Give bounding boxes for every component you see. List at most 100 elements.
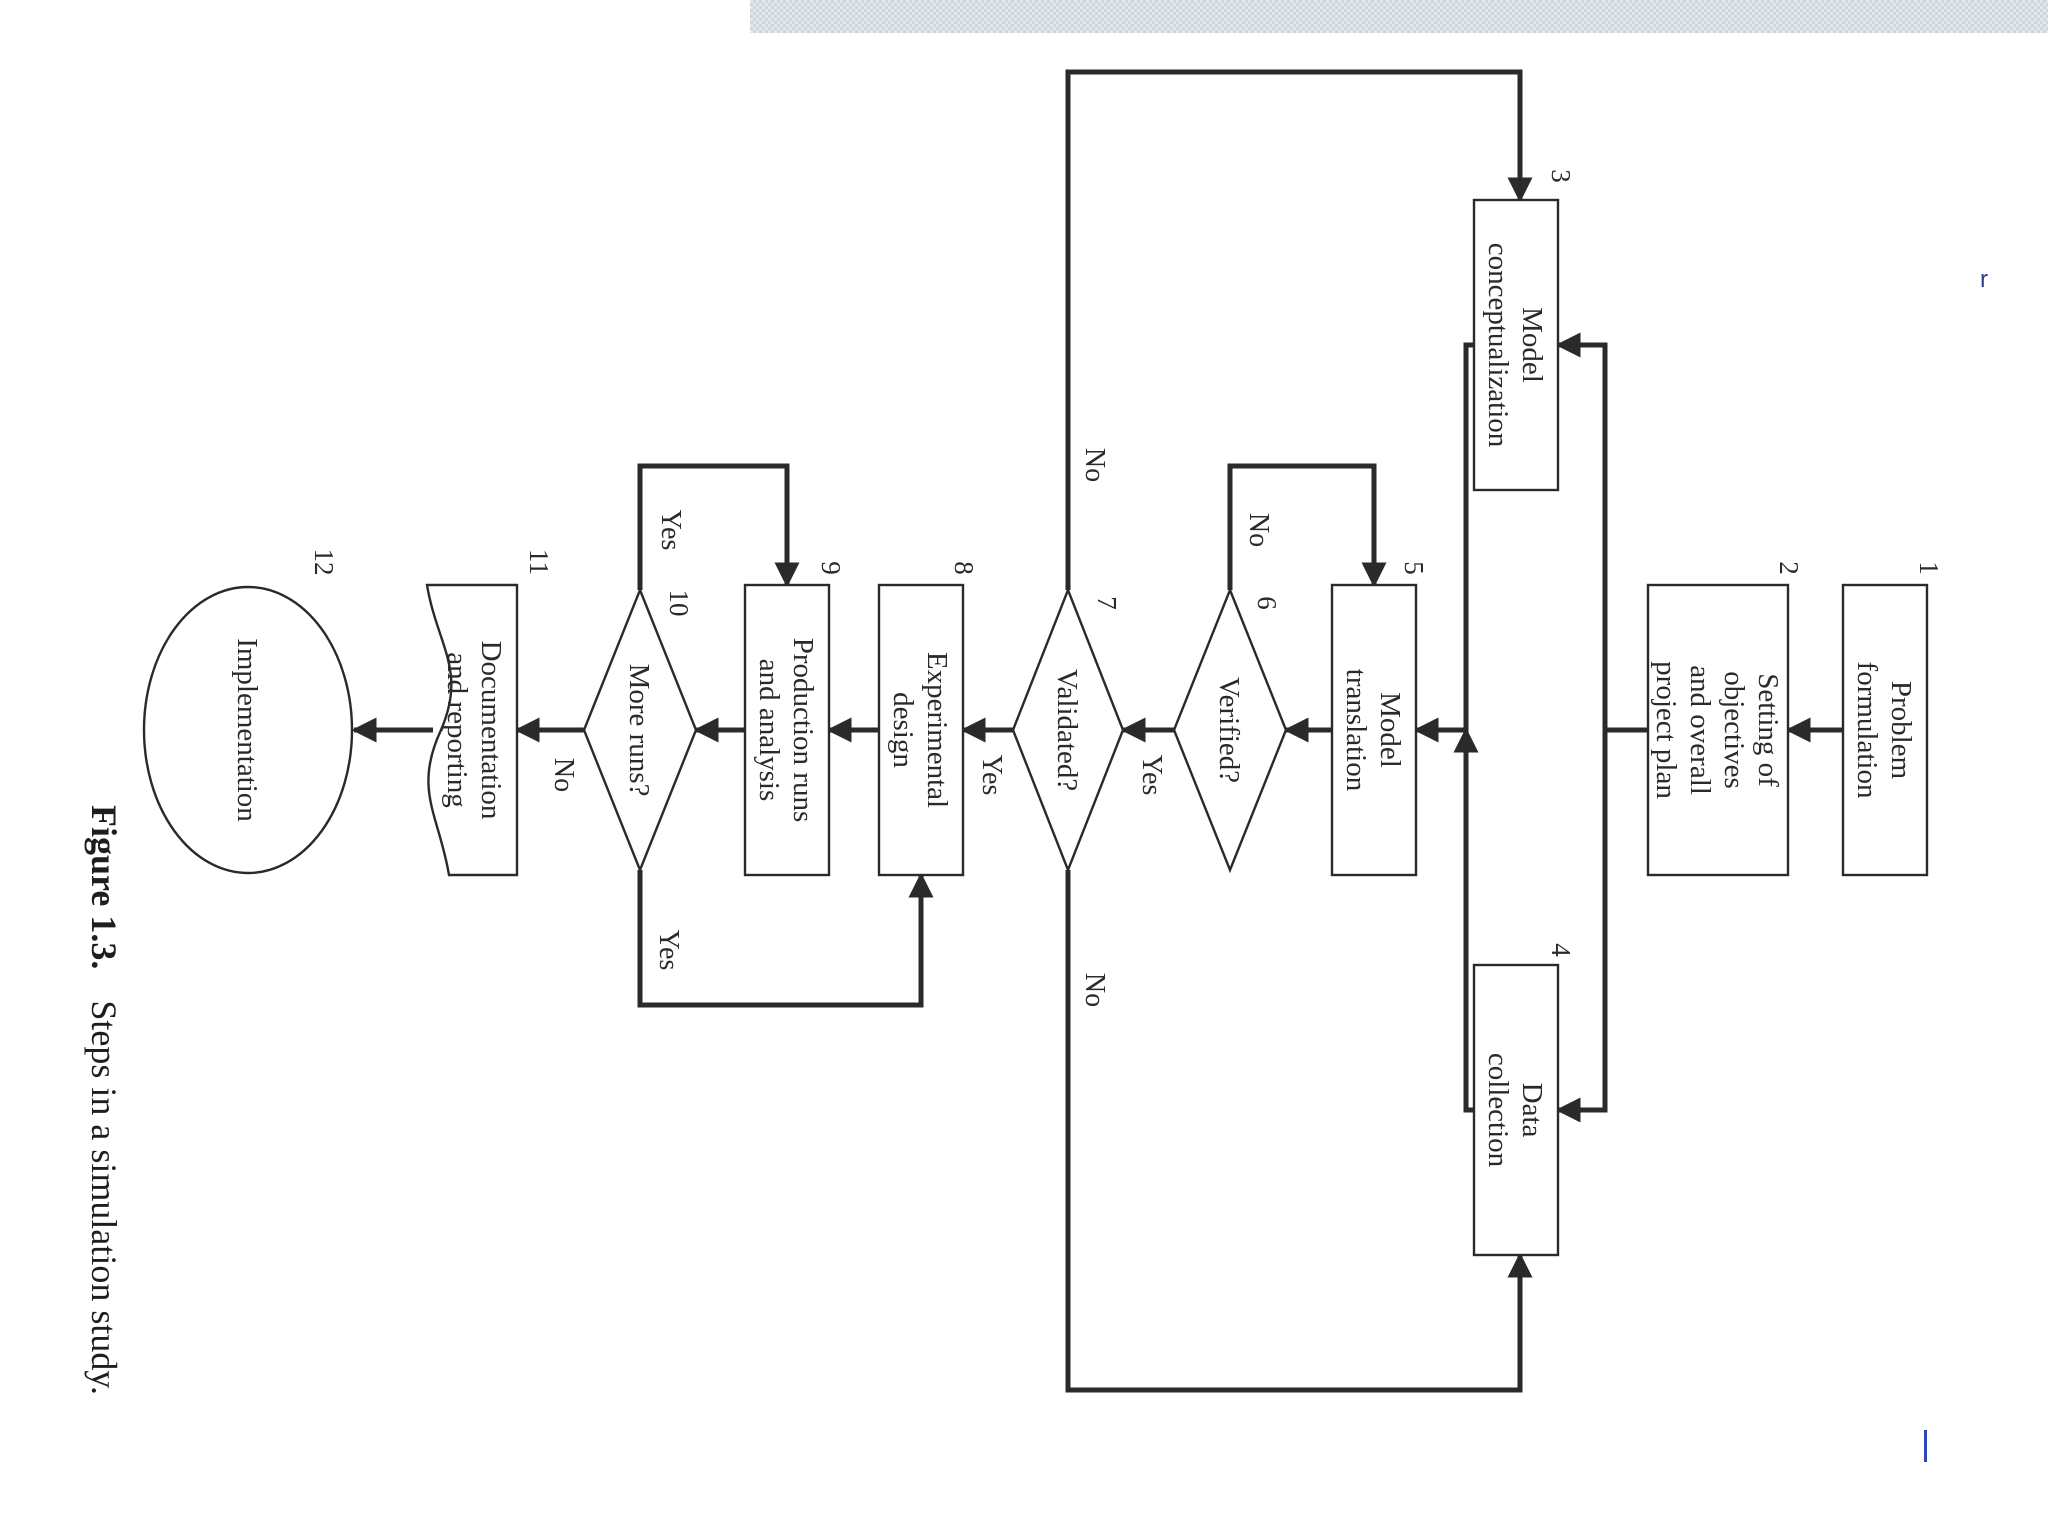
edge-2-to-4 [1555, 730, 1608, 1123]
step-label-line: More runs? [623, 664, 655, 797]
edge-label: Yes [653, 930, 684, 971]
caption-label: Figure 1.3. [84, 805, 124, 969]
edge-10-to-9 [637, 463, 800, 590]
svg-text:Figure 1.3. Steps in a: Figure 1.3. Steps in a simulation study. [84, 805, 124, 1395]
edge-label: Yes [655, 510, 686, 551]
process-box [1472, 198, 1560, 492]
step-number: 6 [1252, 596, 1282, 610]
edge-label-6-5: No [1243, 513, 1274, 547]
step-label-line: Documentation [475, 641, 507, 820]
edge-label-10-11: No [548, 758, 579, 792]
process-box [743, 583, 831, 877]
step-label-line: objectives [1718, 671, 1750, 789]
decision-diamond [582, 586, 698, 874]
step-number-text: 3 [1546, 169, 1576, 183]
edge-label: No [1079, 448, 1110, 482]
edge-label: No [548, 758, 579, 792]
step-label-line: project plan [1650, 661, 1682, 799]
step-number-text: 9 [816, 561, 846, 575]
step-number-text: 6 [1252, 596, 1282, 610]
step-label-line: Problem [1885, 681, 1917, 780]
edge-label: No [1243, 513, 1274, 547]
process-box [1646, 583, 1790, 877]
step-label-line: Model [1516, 307, 1548, 383]
caption-text: Steps in a simulation study. [84, 1000, 124, 1395]
step-number-text: 12 [309, 549, 339, 576]
step-label-line: and reporting [441, 652, 473, 807]
step-number-text: 7 [1092, 596, 1122, 610]
step-number: 8 [949, 561, 979, 575]
edge-label: Yes [1136, 755, 1167, 796]
step-label-line: and analysis [753, 659, 785, 802]
step-label-line: Setting of [1752, 673, 1784, 787]
step-number: 2 [1774, 561, 1804, 575]
step-label-line: Verified? [1213, 677, 1245, 783]
edge-4-to-5 [1453, 727, 1479, 1113]
step-10: More runs? 10 [582, 586, 698, 874]
step-label-line: Validated? [1051, 669, 1083, 791]
step-6: Verified? 6 [1172, 586, 1288, 874]
step-label-line: conceptualization [1482, 243, 1514, 448]
step-number: 5 [1399, 561, 1429, 575]
edge-7-to-3 [1065, 69, 1533, 590]
step-number-text: 10 [664, 590, 694, 617]
edge-6-to-5 [1227, 463, 1387, 590]
step-number: 7 [1092, 596, 1122, 610]
step-text: Implementation [231, 638, 263, 822]
step-label-line: Implementation [231, 638, 263, 822]
edge-label-7-4: No [1079, 973, 1110, 1007]
step-number-text: 2 [1774, 561, 1804, 575]
step-label-line: design [887, 692, 919, 768]
step-label-line: Model [1374, 692, 1406, 768]
step-number-text: 11 [524, 549, 554, 575]
step-number-text: 4 [1546, 943, 1576, 957]
decision-diamond [1011, 586, 1125, 874]
edge-label-10-9: Yes [655, 510, 686, 551]
edge-2-to-3 [1555, 332, 1648, 733]
process-box [1472, 963, 1560, 1257]
step-number: 11 [524, 549, 554, 575]
step-label-line: collection [1482, 1053, 1514, 1168]
step-number: 9 [816, 561, 846, 575]
step-text: Verified? [1213, 677, 1245, 783]
step-number: 3 [1546, 169, 1576, 183]
step-number-text: 8 [949, 561, 979, 575]
edge-label: Yes [976, 755, 1007, 796]
edge-7-to-4 [1065, 870, 1533, 1393]
step-label-line: translation [1340, 669, 1372, 792]
edge-3-to-5 [1413, 342, 1474, 743]
document-shape [425, 583, 519, 877]
edge-label: No [1079, 973, 1110, 1007]
figure-caption: Figure 1.3. Steps in a simulation study. [84, 805, 124, 1395]
edge-label-7-3: No [1079, 448, 1110, 482]
step-number: 12 [309, 549, 339, 576]
step-number-text: 5 [1399, 561, 1429, 575]
step-number: 1 [1914, 561, 1944, 575]
process-box [877, 583, 965, 877]
step-12: Implementation 12 [142, 549, 354, 875]
edge-bar [1924, 1430, 1927, 1462]
decision-diamond [1172, 586, 1288, 874]
step-label-line: Experimental [921, 652, 953, 808]
step-label-line: Production runs [787, 638, 819, 822]
process-box [1330, 583, 1418, 877]
